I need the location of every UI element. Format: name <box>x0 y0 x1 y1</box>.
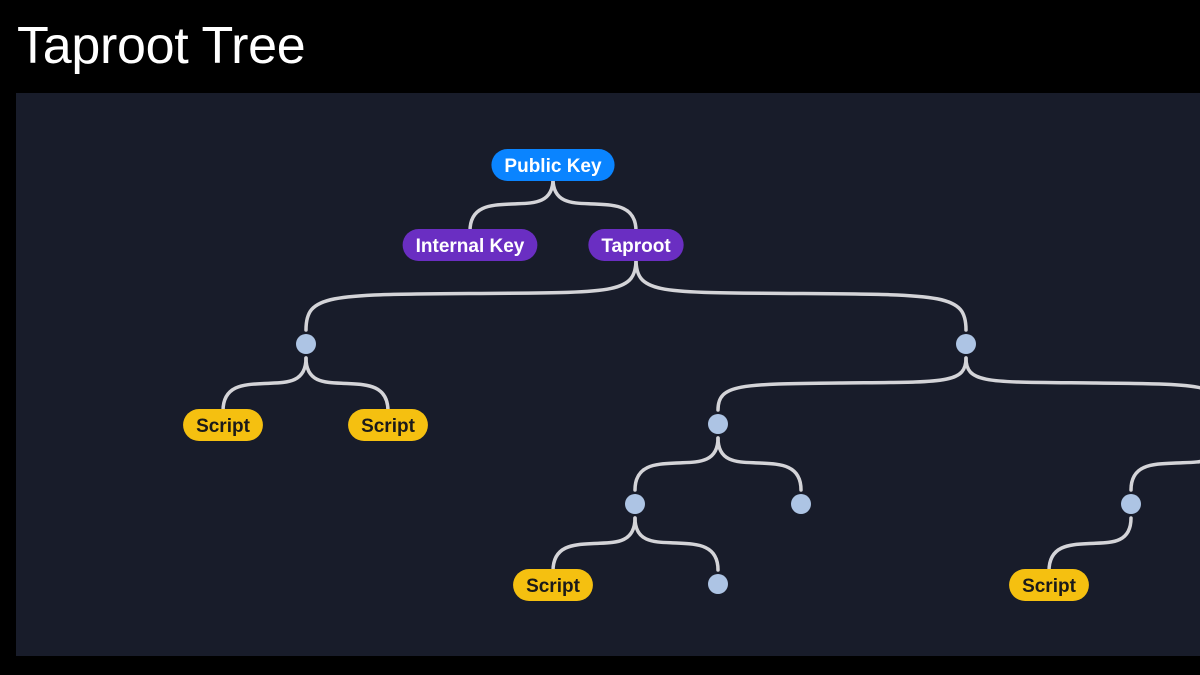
tree-edge <box>716 356 968 412</box>
tree-edge <box>1047 516 1133 573</box>
script-leaf-pill <box>1009 569 1089 601</box>
tree-edge <box>634 257 968 332</box>
script-leaf: Script <box>348 409 428 441</box>
tree-edge <box>633 516 720 572</box>
branch-node <box>791 494 811 514</box>
internal-key-node: Internal Key <box>402 229 538 261</box>
tree-edge <box>551 177 638 233</box>
tree-edges <box>221 177 1200 573</box>
public-key-node-pill <box>491 149 615 181</box>
branch-node <box>625 494 645 514</box>
tree-edge <box>304 356 390 413</box>
script-leaf: Script <box>513 569 593 601</box>
script-leaf-label: Script <box>196 416 251 437</box>
page-title: Taproot Tree <box>17 17 306 75</box>
script-leaf: Script <box>183 409 263 441</box>
internal-key-node-pill <box>402 229 538 261</box>
branch-node <box>956 334 976 354</box>
script-leaf-pill <box>513 569 593 601</box>
branch-node <box>708 574 728 594</box>
branch-node <box>708 414 728 434</box>
branch-node <box>296 334 316 354</box>
script-leaf-label: Script <box>526 576 581 597</box>
public-key-node-label: Public Key <box>504 156 602 177</box>
tree-edge <box>1129 459 1200 492</box>
tree-edge <box>716 436 803 492</box>
internal-key-node-label: Internal Key <box>416 236 525 257</box>
tree-edge <box>221 356 308 413</box>
tree-edge <box>551 516 637 573</box>
script-leaf-pill <box>348 409 428 441</box>
branch-node <box>1121 494 1141 514</box>
script-leaf-pill <box>183 409 263 441</box>
script-leaf: Script <box>1009 569 1089 601</box>
taproot-node: Taproot <box>588 229 684 261</box>
taproot-node-pill <box>588 229 684 261</box>
tree-edge <box>468 177 555 233</box>
script-leaf-label: Script <box>361 416 416 437</box>
tree-edge <box>964 356 1200 390</box>
public-key-node: Public Key <box>491 149 615 181</box>
tree-edge <box>633 436 720 492</box>
tree-edge <box>304 257 638 332</box>
taproot-node-label: Taproot <box>601 236 671 257</box>
script-leaf-label: Script <box>1022 576 1077 597</box>
